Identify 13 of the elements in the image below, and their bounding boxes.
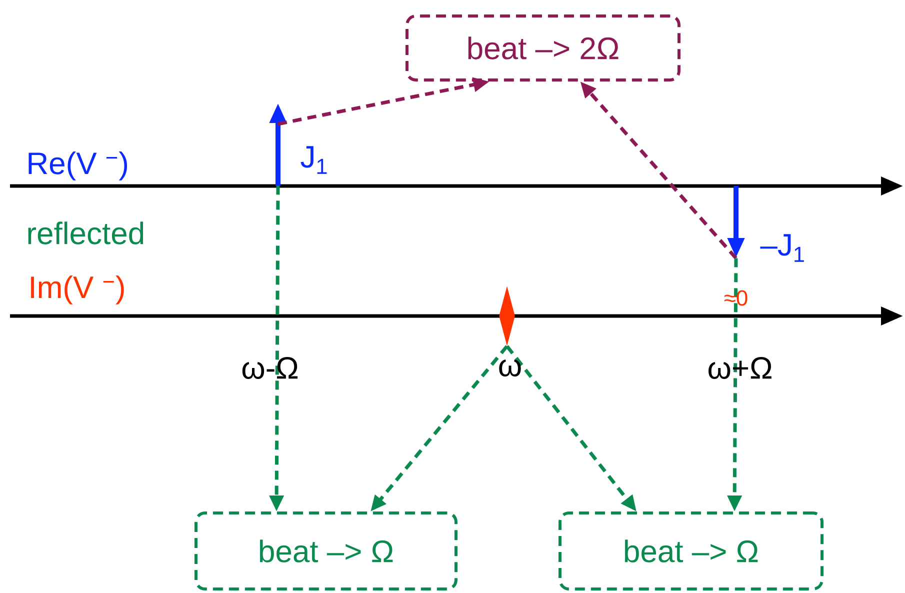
frequency-label: ω-Ω xyxy=(242,357,298,379)
arrow-label: J$_{1}$ xyxy=(300,146,327,174)
frequency-label: ω+Ω xyxy=(708,357,772,379)
frequency-label: ω xyxy=(499,359,521,376)
text-box: beat –> 2Ω xyxy=(406,14,680,82)
axis-label: Im(V $^{−}$) xyxy=(31,276,124,304)
text-box: beat –> Ω xyxy=(558,512,824,590)
axis-label: reflected xyxy=(28,222,144,244)
axis-label: Re(V $^{−}$) xyxy=(28,152,128,180)
value-label: ≈0 xyxy=(724,290,748,306)
text-box: beat –> Ω xyxy=(194,512,458,590)
diamond-marker xyxy=(499,286,515,346)
arrow-label: –J$_{1}$ xyxy=(760,234,804,262)
